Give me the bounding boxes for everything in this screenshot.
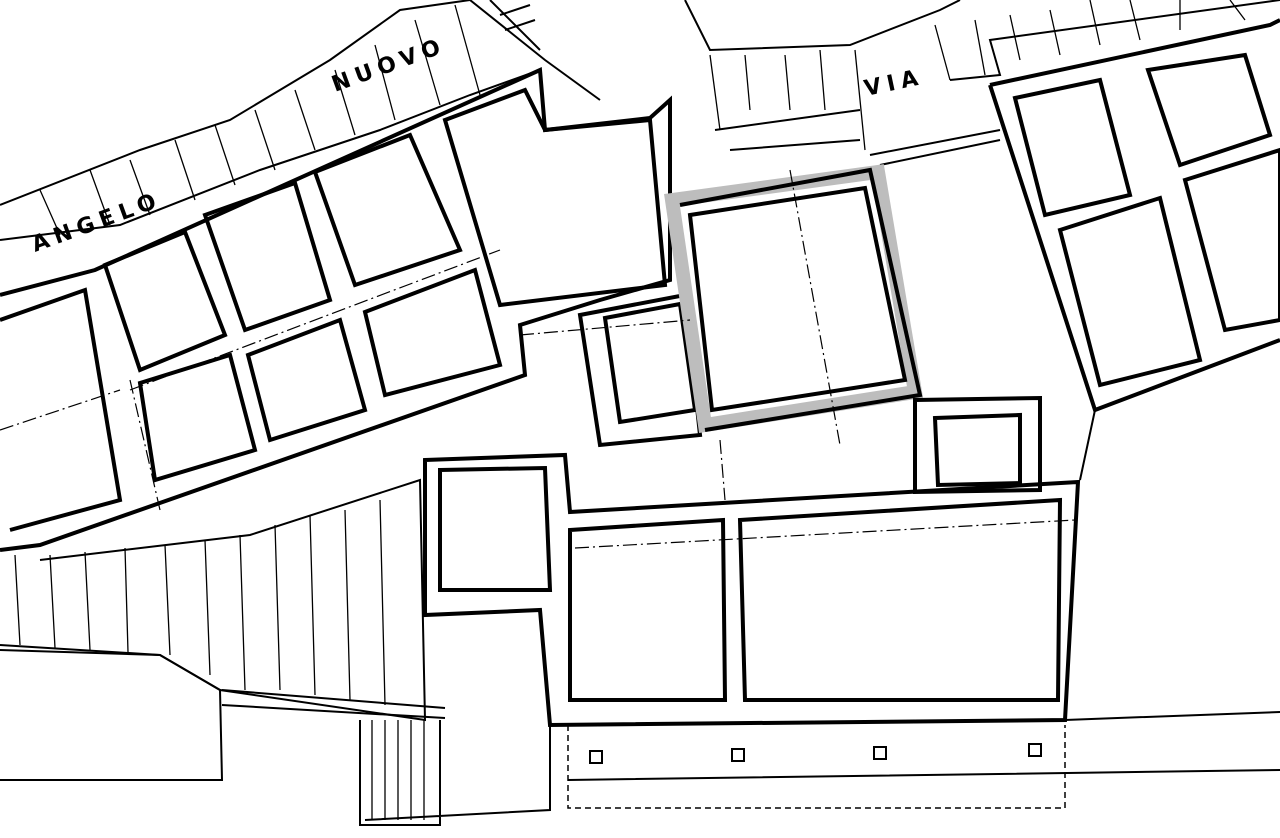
street-label-via: VIA bbox=[862, 65, 926, 102]
central-block bbox=[519, 164, 1042, 501]
street-plots bbox=[0, 0, 1280, 241]
lower-block bbox=[423, 452, 1280, 809]
right-block bbox=[988, 18, 1280, 481]
street-label-nuovo: NUOVO bbox=[329, 33, 450, 97]
stairs bbox=[0, 478, 551, 826]
left-block bbox=[0, 67, 672, 552]
